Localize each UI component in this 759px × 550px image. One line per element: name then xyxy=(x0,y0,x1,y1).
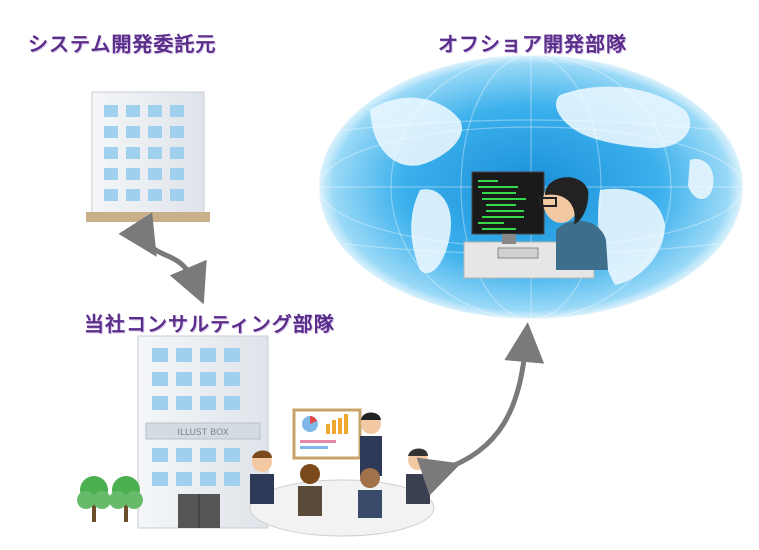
client-consulting-arrow xyxy=(118,212,207,305)
client-building xyxy=(86,91,210,222)
offshore-title: オフショア開発部隊 xyxy=(438,32,627,56)
meeting-scene xyxy=(249,408,435,537)
client-title: システム開発委託元 xyxy=(28,32,217,56)
programmer xyxy=(463,171,608,279)
building-sign: ILLUST BOX xyxy=(177,428,229,438)
consulting-offshore-arrow xyxy=(416,322,545,496)
trees xyxy=(77,476,143,522)
consulting-building: ILLUST BOX xyxy=(137,335,269,529)
consulting-title: 当社コンサルティング部隊 xyxy=(84,312,335,336)
